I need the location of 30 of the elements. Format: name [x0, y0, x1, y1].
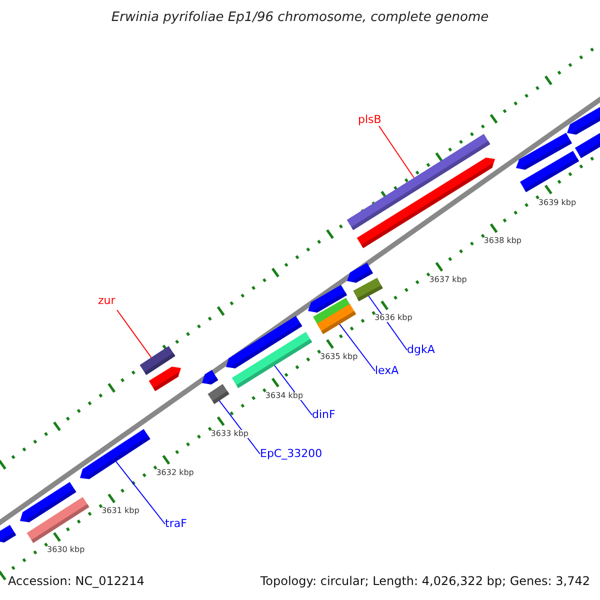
tick-label: 3630 kbp: [47, 546, 85, 554]
gene-bar: [316, 304, 356, 334]
accession-text: Accession: NC_012214: [8, 575, 144, 587]
tick-label: 3634 kbp: [265, 392, 304, 400]
tick-label: 3639 kbp: [538, 198, 576, 207]
gene-label: dinF: [312, 409, 336, 420]
gene-label: zur: [98, 295, 116, 306]
leader-line: [368, 295, 408, 350]
tick-label: 3638 kbp: [484, 237, 522, 246]
genome-info-text: Topology: circular; Length: 4,026,322 bp; Genes: 3,742: [260, 575, 590, 587]
tick-label: 3631 kbp: [102, 507, 140, 516]
tick-label: 3635 kbp: [320, 352, 358, 361]
gene-bar: [80, 428, 150, 480]
leader-line: [116, 310, 152, 358]
gene-label: traF: [165, 518, 187, 529]
gene-bar: [353, 278, 383, 302]
gene-label: EpC_33200: [260, 448, 322, 459]
tick-label: 3637 kbp: [429, 276, 467, 284]
gene-label: plsB: [358, 114, 382, 125]
leader-line: [339, 324, 376, 372]
leader-line: [378, 126, 414, 178]
gene-label: dgkA: [407, 344, 435, 355]
leader-line: [116, 461, 166, 524]
gene-label: lexA: [375, 365, 399, 376]
tick-label: 3636 kbp: [374, 314, 412, 322]
chart-title: Erwinia pyrifoliae Ep1/96 chromosome, complete genome: [110, 11, 490, 24]
gene-bar: [232, 332, 312, 388]
tick-label: 3633 kbp: [210, 430, 248, 438]
leader-line: [218, 400, 260, 454]
gene-bar: [208, 384, 230, 404]
